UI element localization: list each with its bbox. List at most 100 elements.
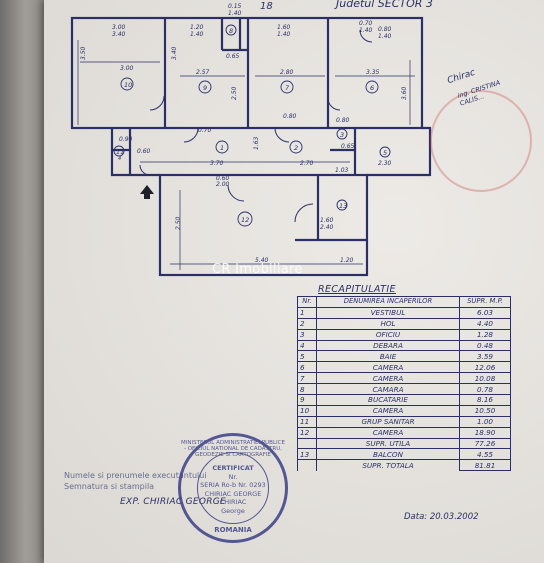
- watermark-text: CR Imobiliare: [212, 262, 303, 277]
- svg-text:2.70: 2.70: [300, 160, 314, 167]
- recap-cell-nr: 13: [297, 448, 317, 461]
- recap-cell-area: 77.26: [459, 437, 511, 450]
- svg-text:1.40: 1.40: [378, 33, 392, 40]
- recap-cell-name: BALCON: [316, 448, 460, 461]
- svg-text:0.60: 0.60: [216, 175, 230, 182]
- recap-cell-name: OFICIU: [316, 328, 460, 341]
- svg-text:1.03: 1.03: [335, 167, 349, 174]
- recap-cell-name: CAMERA: [316, 426, 460, 439]
- recap-cell-name: CAMARA: [316, 383, 460, 396]
- recap-cell-name: CAMERA: [316, 404, 460, 417]
- binder-edge: [0, 0, 46, 563]
- document-date: Data: 20.03.2002: [404, 512, 479, 522]
- svg-text:0.70: 0.70: [359, 20, 373, 27]
- recap-cell-nr: 4: [297, 339, 317, 352]
- svg-text:3.00: 3.00: [120, 65, 134, 72]
- county-header: Judetul SECTOR 3: [336, 0, 433, 10]
- faint-stamp: [430, 90, 532, 192]
- recap-cell-nr: 12: [297, 426, 317, 439]
- svg-text:2.30: 2.30: [378, 160, 392, 167]
- plan-west-wall: [110, 128, 160, 177]
- recap-cell-nr: 11: [297, 415, 317, 428]
- recap-col-name: DENUMIREA INCAPERILOR: [316, 296, 460, 308]
- svg-text:0.15: 0.15: [228, 3, 242, 10]
- recap-title: RECAPITULATIE: [318, 284, 396, 295]
- recap-cell-area: 10.50: [459, 404, 511, 417]
- room-number-10: 10: [124, 81, 132, 89]
- recap-cell-nr: 6: [297, 361, 317, 374]
- recap-cell-name: DEBARA: [316, 339, 460, 352]
- plan-east-wall: [367, 126, 432, 177]
- room-number-9: 9: [203, 84, 207, 92]
- svg-text:5.40: 5.40: [255, 257, 269, 264]
- svg-text:0.90: 0.90: [119, 136, 133, 143]
- recap-cell-nr: 9: [297, 394, 317, 406]
- recap-cell-name: SUPR. TOTALA: [316, 459, 460, 471]
- recap-cell-name: CAMERA: [316, 372, 460, 385]
- svg-text:2.40: 2.40: [320, 224, 334, 231]
- room-number-2: 2: [294, 144, 298, 152]
- svg-text:0.60: 0.60: [137, 148, 151, 155]
- recap-cell-name: CAMERA: [316, 361, 460, 374]
- svg-text:1.40: 1.40: [190, 31, 204, 38]
- svg-text:2.57: 2.57: [196, 69, 210, 76]
- svg-text:0.65: 0.65: [226, 53, 240, 60]
- room-number-3: 3: [340, 131, 344, 139]
- svg-text:1.40: 1.40: [277, 31, 291, 38]
- official-stamp: MINISTERUL ADMINISTRATIEI PUBLICE - OFIC…: [178, 433, 288, 543]
- svg-text:1.40: 1.40: [228, 10, 242, 17]
- recap-cell-area: 18.90: [459, 426, 511, 439]
- executor-notes: Numele si prenumele executantului Semnat…: [64, 471, 207, 491]
- recap-cell-area: 10.08: [459, 372, 511, 385]
- recap-header-row: Nr. DENUMIREA INCAPERILOR SUPR. M.P.: [297, 296, 511, 308]
- recap-cell-nr: 3: [297, 328, 317, 341]
- recap-cell-nr: [297, 438, 317, 449]
- recap-cell-nr: 7: [297, 372, 317, 385]
- recap-cell-nr: 5: [297, 350, 317, 363]
- svg-text:2.50: 2.50: [231, 86, 238, 100]
- recap-cell-name: BAIE: [316, 350, 460, 363]
- plan-outer-south: [158, 173, 369, 277]
- recap-cell-area: 0.48: [459, 339, 511, 352]
- svg-text:3.40: 3.40: [171, 46, 178, 60]
- room-number-4: 4: [118, 156, 121, 162]
- svg-text:1.20: 1.20: [190, 24, 204, 31]
- svg-text:1.60: 1.60: [320, 217, 334, 224]
- svg-text:2.80: 2.80: [280, 69, 294, 76]
- recap-cell-name: HOL: [316, 317, 460, 330]
- svg-text:3.50: 3.50: [80, 46, 87, 60]
- recap-cell-name: BUCATARIE: [316, 394, 460, 406]
- svg-text:0.80: 0.80: [336, 117, 350, 124]
- recap-cell-nr: 10: [297, 404, 317, 417]
- svg-text:3.40: 3.40: [112, 31, 126, 38]
- recap-cell-nr: 1: [297, 306, 317, 319]
- room-number-13: 13: [339, 202, 347, 210]
- recap-col-area: SUPR. M.P.: [459, 296, 511, 308]
- recap-cell-area: 1.28: [459, 328, 511, 341]
- svg-text:3.35: 3.35: [366, 69, 380, 76]
- svg-text:2.00: 2.00: [216, 181, 230, 188]
- room-number-12: 12: [241, 216, 249, 224]
- recap-cell-area: 0.78: [459, 383, 511, 396]
- room-number-8: 8: [229, 27, 233, 35]
- svg-text:3.70: 3.70: [210, 160, 224, 167]
- svg-text:3.00: 3.00: [112, 24, 126, 31]
- north-arrow-icon: [140, 185, 154, 199]
- svg-text:0.70: 0.70: [198, 127, 212, 134]
- recap-cell-area: 3.59: [459, 350, 511, 363]
- room-number-6: 6: [370, 84, 374, 92]
- svg-text:1.40: 1.40: [359, 27, 373, 34]
